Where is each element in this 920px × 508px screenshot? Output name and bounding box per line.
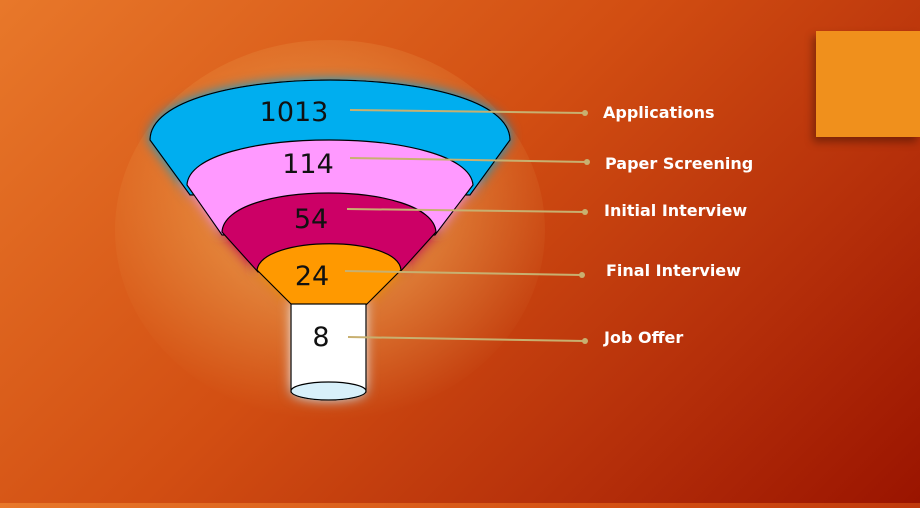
leader-dot-job-offer bbox=[582, 338, 588, 344]
leader-dot-initial-interview bbox=[582, 209, 588, 215]
leader-dot-final-interview bbox=[579, 272, 585, 278]
stage-label-paper-screening: Paper Screening bbox=[605, 154, 753, 173]
funnel-stage-job-offer bbox=[290, 303, 367, 393]
stage-value-paper-screening: 114 bbox=[282, 149, 334, 180]
stage-value-applications: 1013 bbox=[260, 97, 329, 128]
leader-dot-applications bbox=[582, 110, 588, 116]
leader-lines bbox=[344, 109, 590, 344]
stage-label-initial-interview: Initial Interview bbox=[604, 201, 747, 220]
cylinder-bottom bbox=[290, 381, 367, 401]
stage-value-job-offer: 8 bbox=[312, 322, 329, 353]
funnel-body bbox=[149, 79, 511, 401]
stage-label-final-interview: Final Interview bbox=[606, 261, 741, 280]
funnel-stage-final-interview bbox=[256, 243, 402, 306]
leader-dot-paper-screening bbox=[584, 159, 590, 165]
leader-line-applications bbox=[349, 109, 586, 114]
stage-label-job-offer: Job Offer bbox=[603, 328, 683, 347]
stage-value-initial-interview: 54 bbox=[294, 204, 328, 235]
leader-line-job-offer bbox=[347, 336, 586, 342]
accent-box bbox=[816, 31, 920, 137]
leader-line-final-interview bbox=[344, 270, 583, 276]
stage-label-applications: Applications bbox=[603, 103, 715, 122]
stage-value-final-interview: 24 bbox=[295, 261, 329, 292]
leader-line-initial-interview bbox=[346, 208, 586, 213]
leader-line-paper-screening bbox=[349, 157, 588, 163]
